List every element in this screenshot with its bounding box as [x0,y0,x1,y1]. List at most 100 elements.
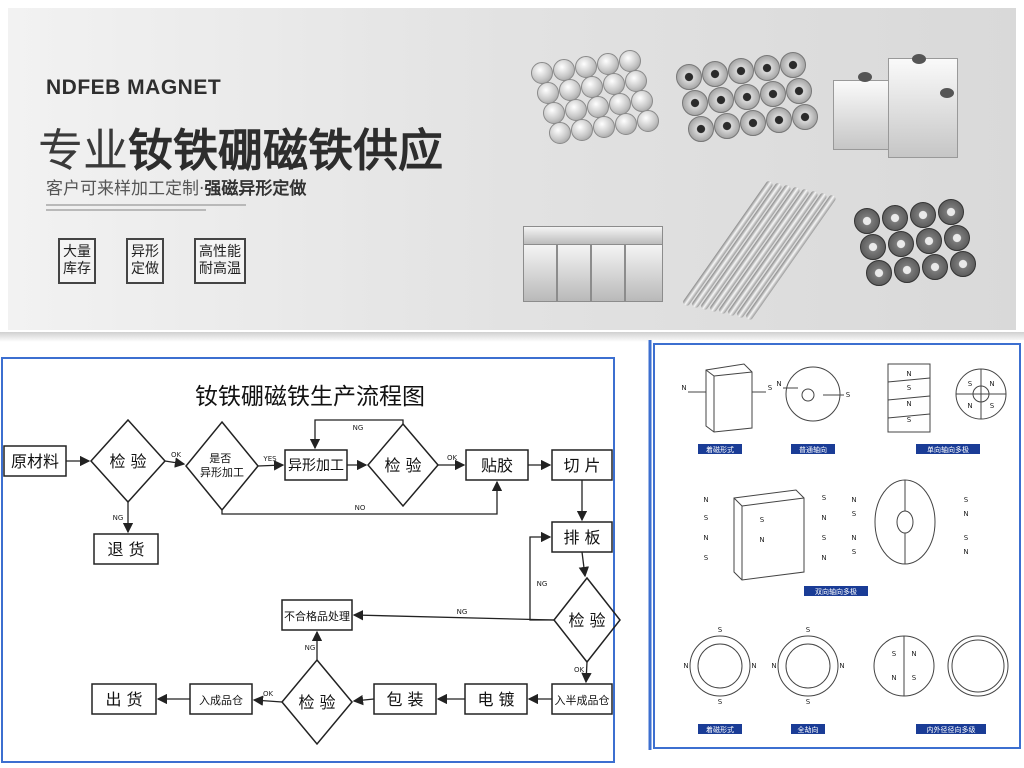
pole-n-9: N [821,514,826,522]
pole-s-15: S [964,534,969,542]
magnet-piece [581,76,603,98]
node-inspect4-label: 检 验 [298,693,335,712]
node-inspect3-label: 检 验 [568,611,605,630]
magnet-piece [682,90,708,116]
magnet-piece [888,231,914,257]
node-shaped-label: 异形加工 [288,458,344,474]
dark-ring-magnets-image [846,198,976,298]
legend-full-radial: 全劫向 [798,725,819,734]
legend-single-axial-multipole: 单向轴向多极 [927,445,969,454]
pole-s-9: S [822,494,827,502]
single-multipole-block-diagram [887,363,931,433]
banner-english-title: NDFEB MAGNET [46,76,222,99]
block-magnets-image [513,206,673,306]
disc-magnets-image [523,48,663,148]
pole-n-8: N [703,534,708,542]
node-arrange-label: 排 板 [563,528,600,547]
magnet-piece [754,55,780,81]
magnet-piece [543,102,565,124]
node-inspect2-diamond [367,422,439,508]
pole-s-5: S [968,380,973,388]
node-semi-label: 入半成品仓 [555,693,610,707]
magnet-piece [565,99,587,121]
pole-s-10: S [822,534,827,542]
pole-s-2: S [846,391,851,399]
legend-inner-outer-radial-multipole: 内外径径向多级 [927,725,976,734]
pole-n-19: N [839,662,844,670]
legend-magnetization-form-2: 着磁形式 [706,725,734,734]
magnet-piece [625,70,647,92]
pole-s-14: S [964,496,969,504]
feature-badge-custom: 异形 定做 [126,238,164,284]
pole-n-7: N [703,496,708,504]
pole-n-21: N [891,674,896,682]
magnet-piece [587,96,609,118]
magnetization-patterns: N S N S N S N S S N N S N S N S S N S N … [648,340,1024,752]
pole-s-19: S [806,698,811,706]
production-flowchart: 钕铁硼磁铁生产流程图 [0,344,628,766]
edge-ng-inspect4: NG [305,644,316,652]
node-return-label: 退 货 [107,540,144,559]
banner-title-lead: 专业 [38,124,129,177]
pole-n-6: N [967,402,972,410]
magnet-piece [866,260,892,286]
magnet-piece [714,113,740,139]
node-shaped-q-line2: 异形加工 [200,466,244,479]
banner-title-strong: 钕铁硼磁铁供应 [128,124,444,177]
magnet-piece [786,78,812,104]
node-inspect2-label: 检 验 [384,456,421,475]
radial-pattern-4-diagram [947,635,1009,697]
section-divider [0,332,1024,342]
edge-ng-inspect3-up: NG [537,580,548,588]
node-package-label: 包 装 [386,690,423,709]
node-ship-box [91,683,157,715]
magnet-piece [740,110,766,136]
magnet-piece [766,107,792,133]
magnet-piece [553,59,575,81]
magnet-piece [734,84,760,110]
pole-n-12: N [851,496,856,504]
edge-ok-inspect4: OK [263,690,274,698]
polarization-frame [653,343,1021,749]
polarization-canvas: N S N S N S N S S N N S N S N S S N S N … [648,340,1021,750]
pole-n-11: N [759,536,764,544]
pole-n-18: N [771,662,776,670]
magnet-piece [780,52,806,78]
pole-n-1: N [681,384,686,392]
flowchart-title: 钕铁硼磁铁生产流程图 [195,384,425,410]
magnet-piece [619,50,641,72]
legend-magnetization-form-1: 着磁形式 [706,445,734,454]
countersunk-block-magnets-image [828,50,968,160]
node-inspect1-label: 检 验 [109,452,146,471]
pole-n-15: N [963,548,968,556]
ring-magnets-image [670,48,820,148]
magnet-piece [702,61,728,87]
node-glue-label: 贴胶 [481,456,513,475]
product-banner: NDFEB MAGNET 专业钕铁硼磁铁供应 客户可来样加工定制·强磁异形定做 … [8,8,1016,330]
magnet-piece [615,113,637,135]
magnet-piece [760,81,786,107]
node-plating-label: 电 镀 [477,690,514,709]
node-ship-label: 出 货 [105,690,142,709]
node-raw-label: 原材料 [11,452,59,471]
pole-s-13: S [852,548,857,556]
magnet-piece [944,225,970,251]
magnet-piece [593,116,615,138]
pole-s-17: S [718,698,723,706]
pole-s-4: S [907,416,912,424]
magnet-piece [631,90,653,112]
pole-n-20: N [911,650,916,658]
banner-subtitle-plain: 客户可来样加工定制· [46,179,205,199]
magnet-piece [950,251,976,277]
pole-n-5: N [989,380,994,388]
node-return-box [93,533,159,565]
pole-s-8: S [704,554,709,562]
magnet-piece [571,119,593,141]
pole-s-12: S [852,510,857,518]
magnet-piece [676,64,702,90]
pole-n-16: N [683,662,688,670]
pole-n-14: N [963,510,968,518]
node-reject-label: 不合格品处理 [284,609,350,623]
banner-subtitle-strong: 强磁异形定做 [204,179,307,199]
feature-badge-stock: 大量 库存 [58,238,96,284]
